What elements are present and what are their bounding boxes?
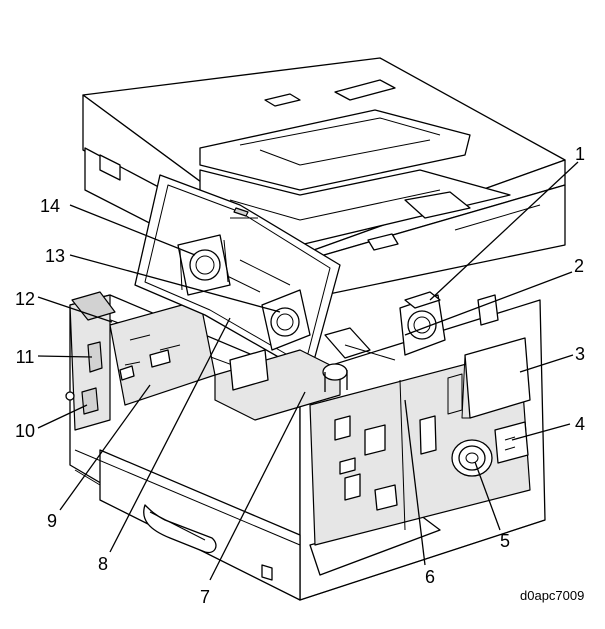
connector-4 [494, 421, 529, 464]
leader-11 [37, 355, 93, 358]
sub-board-3 [447, 337, 531, 419]
callout-labels: 1 2 3 4 5 6 7 8 9 10 11 12 13 14 [15, 144, 585, 607]
callout-13: 13 [45, 246, 65, 266]
callout-2: 2 [574, 256, 584, 276]
callout-4: 4 [575, 414, 585, 434]
callout-8: 8 [98, 554, 108, 574]
callout-11: 11 [16, 347, 35, 367]
machine-illustration [65, 57, 566, 601]
figure-code: d0apc7009 [520, 588, 584, 603]
left-controller-area [65, 291, 216, 431]
leader-9 [59, 384, 151, 511]
callout-6: 6 [425, 567, 435, 587]
leader-lines [37, 161, 579, 581]
leader-1 [429, 161, 579, 301]
leader-2 [404, 271, 573, 336]
part-2 [477, 294, 499, 326]
leader-8 [109, 317, 231, 553]
callout-5: 5 [500, 531, 510, 551]
callout-3: 3 [575, 344, 585, 364]
fan-14 [177, 234, 231, 296]
leader-13 [69, 254, 281, 313]
central-internals [214, 327, 396, 421]
leader-12 [37, 296, 113, 323]
callout-7: 7 [200, 587, 210, 607]
callout-14: 14 [40, 196, 60, 216]
speaker-5 [451, 439, 493, 477]
fan-13 [261, 289, 311, 351]
callout-12: 12 [15, 289, 35, 309]
leader-5 [474, 461, 501, 531]
leader-6 [404, 399, 426, 566]
leader-3 [519, 354, 574, 373]
leader-4 [511, 423, 571, 441]
fan-1 [399, 291, 446, 356]
leader-10 [37, 404, 88, 429]
leader-7 [209, 391, 306, 581]
callout-1: 1 [575, 144, 585, 164]
callout-10: 10 [15, 421, 35, 441]
leader-14 [69, 204, 196, 256]
callout-9: 9 [47, 511, 57, 531]
